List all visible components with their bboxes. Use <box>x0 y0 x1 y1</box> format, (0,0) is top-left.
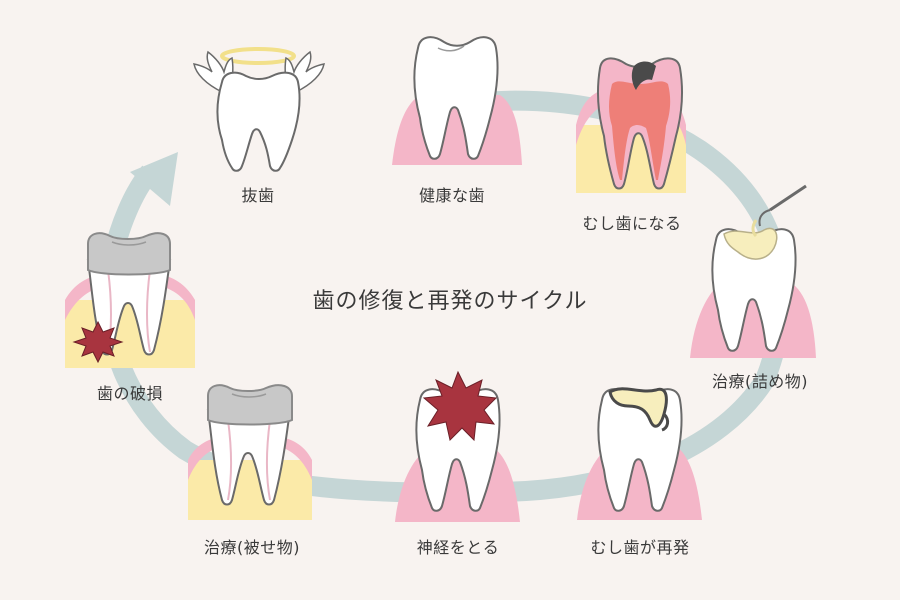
crowned-tooth-icon <box>188 384 312 520</box>
filled-tooth-icon <box>690 184 816 358</box>
lesion-burst <box>422 370 498 442</box>
fracture-burst <box>72 320 124 364</box>
healthy-tooth-icon <box>392 36 522 165</box>
halo-icon <box>220 47 296 65</box>
label-crown: 治療(被せ物) <box>204 538 300 557</box>
fractured-tooth-icon <box>65 232 195 368</box>
recurring-decay-tooth-icon <box>577 387 702 520</box>
cycle-arrowhead <box>130 152 178 206</box>
label-extraction: 抜歯 <box>241 186 275 205</box>
label-recurrence: むし歯が再発 <box>590 538 690 557</box>
label-nerve: 神経をとる <box>416 538 500 557</box>
label-cavity: むし歯になる <box>582 214 682 233</box>
decayed-tooth-icon <box>576 57 686 193</box>
diagram-title: 歯の修復と再発のサイクル <box>312 289 588 314</box>
label-fracture: 歯の破損 <box>96 384 164 403</box>
label-filling: 治療(詰め物) <box>712 372 808 391</box>
nerve-removal-tooth-icon <box>395 370 520 522</box>
label-healthy: 健康な歯 <box>418 186 486 205</box>
angel-tooth-icon <box>193 47 325 172</box>
